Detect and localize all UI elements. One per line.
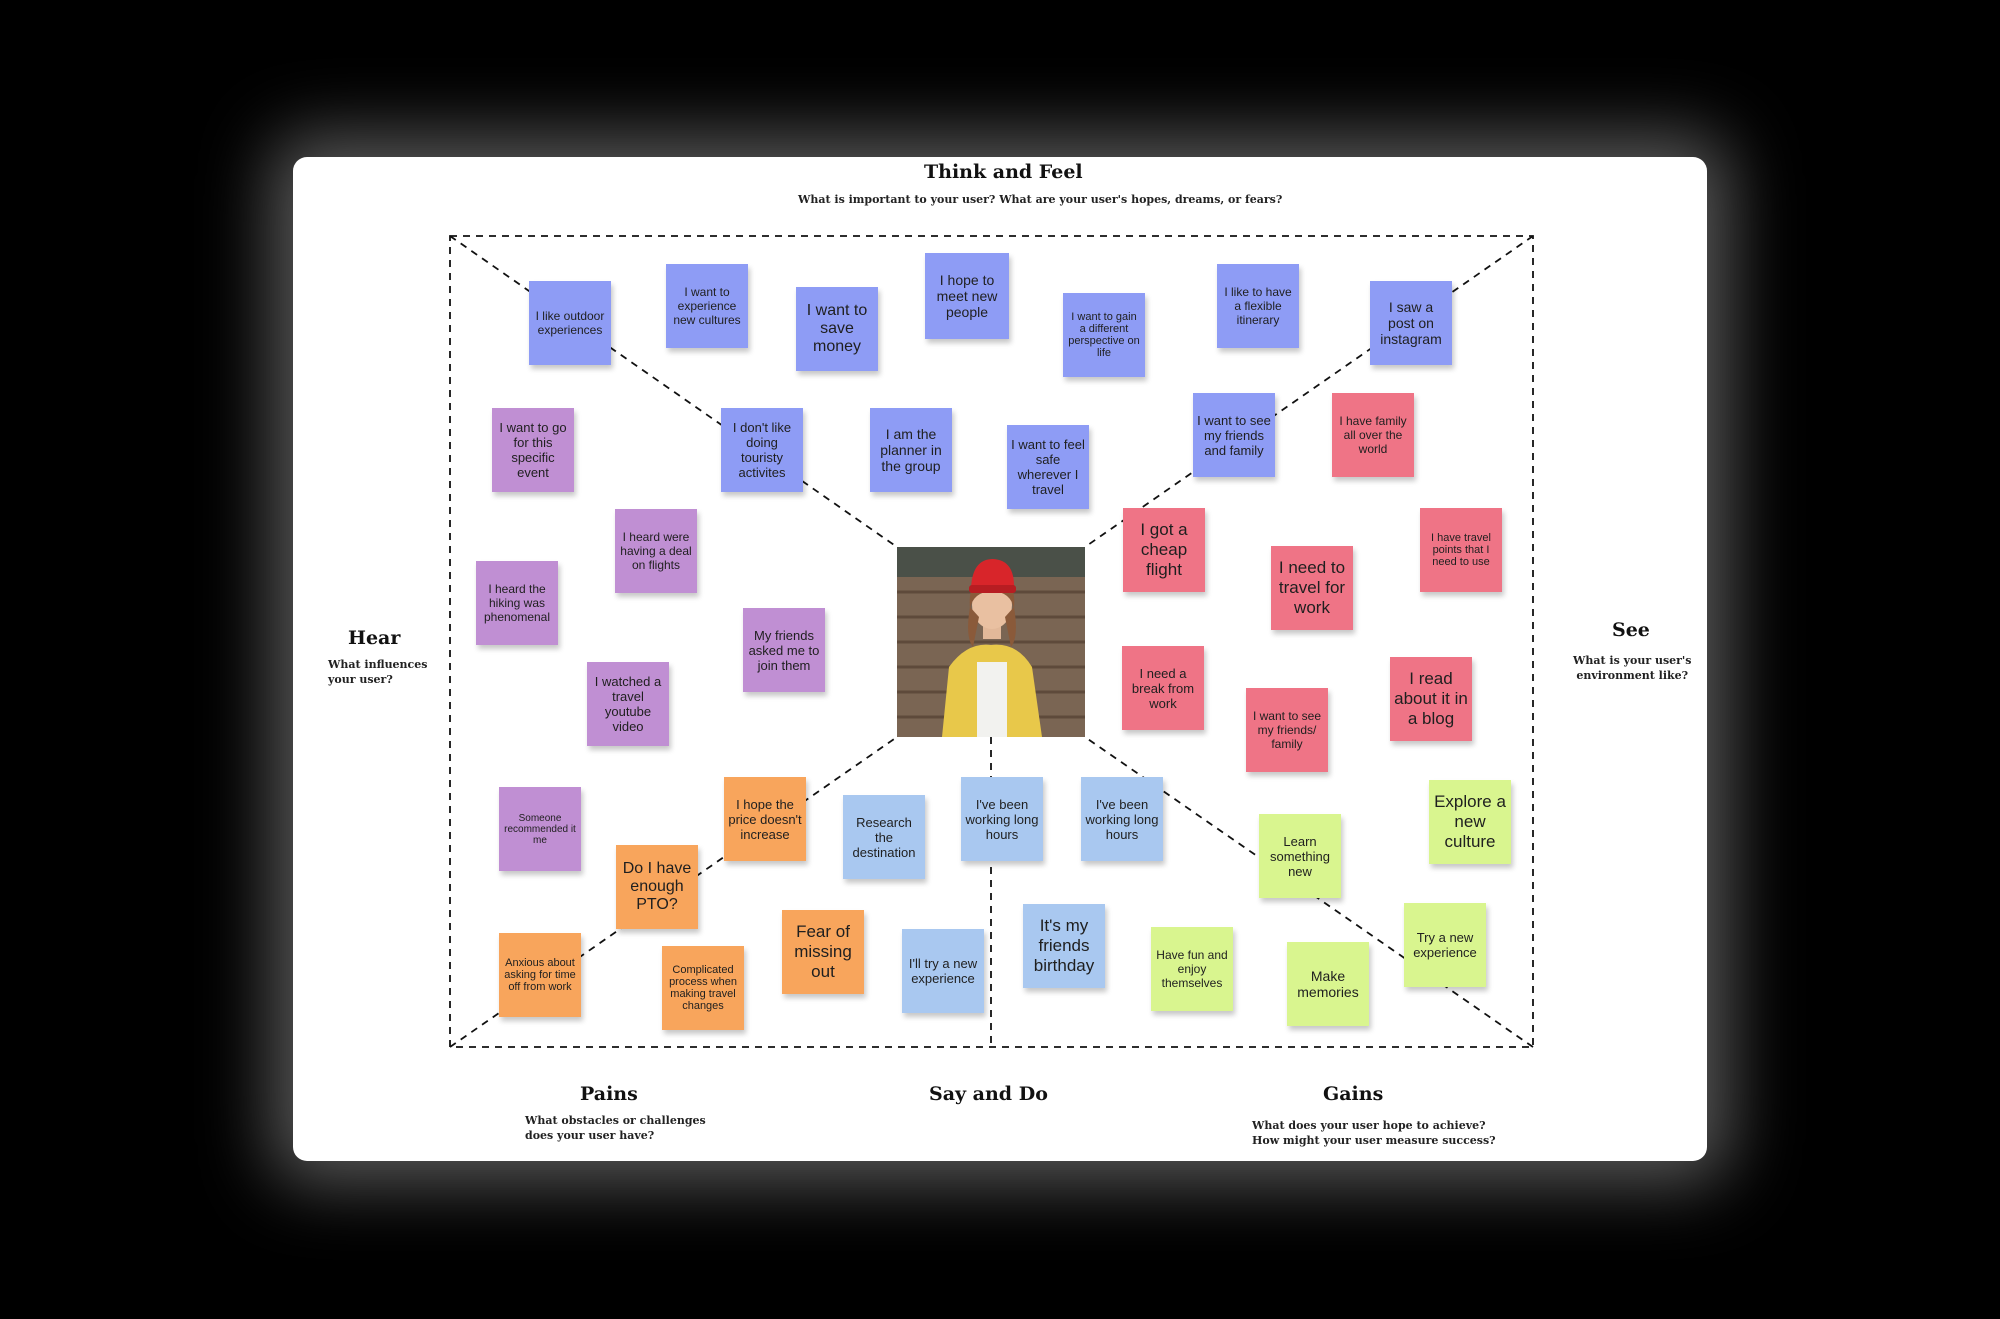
sticky-note[interactable]: Someone recommended it me [499,787,581,871]
sticky-note[interactable]: It's my friends birthday [1023,904,1105,988]
sticky-note[interactable]: Explore a new culture [1429,780,1511,864]
sticky-note[interactable]: I saw a post on instagram [1370,281,1452,365]
sticky-note[interactable]: I like to have a flexible itinerary [1217,264,1299,348]
sticky-note[interactable]: I want to see my friends/ family [1246,688,1328,772]
empathy-map-board: Think and Feel What is important to your… [293,157,1707,1161]
sticky-note[interactable]: My friends asked me to join them [743,608,825,692]
see-subtitle-line-2: environment like? [1576,669,1689,682]
sticky-note[interactable]: I don't like doing touristy activites [721,408,803,492]
sticky-note[interactable]: I want to see my friends and family [1193,393,1275,477]
sticky-note[interactable]: I watched a travel youtube video [587,662,669,746]
think-feel-subtitle: What is important to your user? What are… [798,193,1283,206]
sticky-note[interactable]: Complicated process when making travel c… [662,946,744,1030]
sticky-note[interactable]: I'll try a new experience [902,929,984,1013]
sticky-note[interactable]: I want to save money [796,287,878,371]
sticky-note[interactable]: I heard the hiking was phenomenal [476,561,558,645]
pains-subtitle-line-1: What obstacles or challenges [525,1114,706,1127]
pains-title: Pains [580,1083,638,1105]
gains-title: Gains [1323,1083,1384,1105]
sticky-note[interactable]: I read about it in a blog [1390,657,1472,741]
sticky-note[interactable]: I hope to meet new people [925,253,1009,339]
sticky-note[interactable]: I need to travel for work [1271,546,1353,630]
quadrant-lines [449,235,1534,1048]
sticky-note[interactable]: Have fun and enjoy themselves [1151,927,1233,1011]
persona-photo [897,547,1085,737]
hear-subtitle-line-2: your user? [328,673,393,686]
think-feel-title: Think and Feel [924,161,1083,183]
sticky-note[interactable]: I have family all over the world [1332,393,1414,477]
pains-subtitle: What obstacles or challenges does your u… [525,1113,706,1143]
hear-title: Hear [348,627,401,649]
hear-subtitle-line-1: What influences [328,658,428,671]
sticky-note[interactable]: I have travel points that I need to use [1420,508,1502,592]
sticky-note[interactable]: I want to experience new cultures [666,264,748,348]
see-title: See [1612,619,1650,641]
sticky-note[interactable]: I got a cheap flight [1123,508,1205,592]
pains-subtitle-line-2: does your user have? [525,1129,655,1142]
sticky-note[interactable]: Try a new experience [1404,903,1486,987]
see-subtitle-line-1: What is your user's [1573,654,1692,667]
sticky-note[interactable]: I hope the price doesn't increase [724,777,806,861]
see-subtitle: What is your user's environment like? [1573,653,1692,683]
say-do-title: Say and Do [929,1083,1048,1105]
sticky-note[interactable]: Anxious about asking for time off from w… [499,933,581,1017]
sticky-note[interactable]: I've been working long hours [961,777,1043,861]
sticky-note[interactable]: Learn something new [1259,814,1341,898]
hear-subtitle: What influences your user? [328,657,427,687]
gains-subtitle-line-2: How might your user measure success? [1252,1134,1496,1147]
sticky-note[interactable]: I've been working long hours [1081,777,1163,861]
sticky-note[interactable]: I like outdoor experiences [529,281,611,365]
sticky-note[interactable]: Fear of missing out [782,910,864,994]
sticky-note[interactable]: I heard were having a deal on flights [615,509,697,593]
sticky-note[interactable]: I am the planner in the group [870,408,952,492]
gains-subtitle: What does your user hope to achieve? How… [1252,1118,1496,1148]
sticky-note[interactable]: Make memories [1287,942,1369,1026]
sticky-note[interactable]: Do I have enough PTO? [616,845,698,929]
gains-subtitle-line-1: What does your user hope to achieve? [1252,1119,1486,1132]
sticky-note[interactable]: I want to feel safe wherever I travel [1007,425,1089,509]
sticky-note[interactable]: I need a break from work [1122,646,1204,730]
sticky-note[interactable]: Research the destination [843,795,925,879]
sticky-note[interactable]: I want to go for this specific event [492,408,574,492]
sticky-note[interactable]: I want to gain a different perspective o… [1063,293,1145,377]
